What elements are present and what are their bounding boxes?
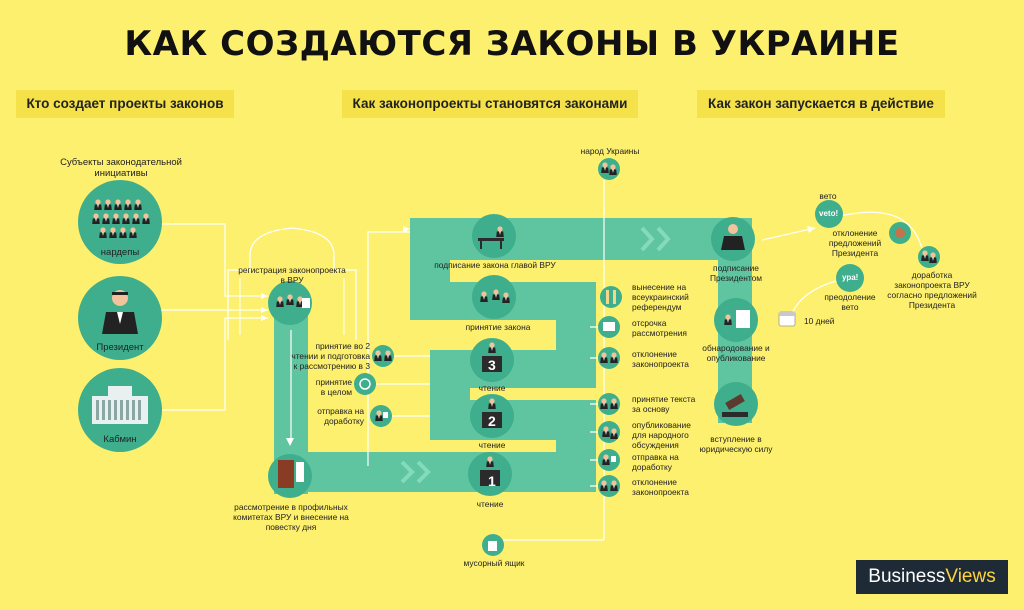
arrow-head	[807, 226, 815, 233]
ten-days-label: 10 дней	[804, 316, 835, 326]
path-chevrons	[400, 226, 671, 484]
people-of-ukraine-icon	[598, 158, 620, 180]
arrow-head	[286, 438, 294, 446]
reading-number-2: 2	[488, 413, 496, 429]
reading-number-1: 1	[488, 473, 496, 489]
veto-icon	[815, 200, 843, 228]
whole-adoption-icon	[354, 373, 376, 395]
reading-number-3: 3	[488, 357, 496, 373]
mps-icon	[78, 180, 162, 264]
reading-3-icon	[470, 338, 514, 382]
referendum-icon	[600, 286, 622, 308]
arrow-head	[403, 226, 410, 233]
overcome-veto-icon	[836, 264, 864, 292]
ura-badge: ура!	[842, 273, 859, 282]
basis-icon	[598, 393, 620, 415]
postpone-icon	[598, 316, 620, 338]
reject-1-icon	[598, 475, 620, 497]
legal-force-gavel-icon	[714, 382, 758, 426]
speaker-signing-label: подписание закона главой ВРУ	[434, 260, 556, 270]
people-label: народ Украины	[580, 146, 640, 156]
president-label: Президент	[96, 342, 144, 353]
rework-left-icon	[370, 405, 392, 427]
reject-3-icon	[598, 347, 620, 369]
veto-label: вето	[819, 191, 837, 201]
adoption-label: принятие закона	[465, 322, 531, 332]
arrow-head	[261, 307, 268, 313]
arrow-head	[261, 315, 268, 321]
registration-icon	[268, 281, 312, 325]
trash-bin-icon	[482, 534, 504, 556]
cabinet-building-icon	[78, 368, 162, 452]
second-reading-icon	[372, 345, 394, 367]
process-path	[274, 218, 752, 494]
reading-2-label: чтение	[478, 440, 506, 450]
reading-1-icon	[468, 452, 512, 496]
brand-logo: BusinessViews	[856, 560, 1008, 594]
president-signing-icon	[711, 217, 755, 261]
page-title: КАК СОЗДАЮТСЯ ЗАКОНЫ В УКРАИНЕ	[124, 24, 900, 64]
calendar-icon	[778, 311, 796, 327]
public-discussion-icon	[598, 421, 620, 443]
committee-door-icon	[268, 454, 312, 498]
parliament-outline	[227, 227, 357, 340]
section-header-how: Как законопроекты становятся законами	[342, 90, 638, 118]
arrow-head	[261, 293, 268, 299]
rework-president-icon	[918, 246, 940, 268]
president-icon	[78, 276, 162, 360]
reject-proposals-icon	[889, 222, 911, 244]
mps-label: нардепы	[100, 247, 140, 258]
veto-badge: veto!	[819, 209, 839, 218]
publication-icon	[714, 298, 758, 342]
reading-1-label: чтение	[476, 499, 504, 509]
rework-right-icon	[598, 449, 620, 471]
speaker-signing-icon	[472, 214, 516, 258]
section-header-effect: Как закон запускается в действие	[697, 90, 945, 118]
section-header-who: Кто создает проекты законов	[16, 90, 234, 118]
law-adoption-icon	[472, 275, 516, 319]
cabinet-label: Кабмин	[103, 434, 137, 445]
reading-3-label: чтение	[478, 383, 506, 393]
trash-label: мусорный ящик	[463, 558, 525, 568]
reading-2-icon	[470, 394, 514, 438]
